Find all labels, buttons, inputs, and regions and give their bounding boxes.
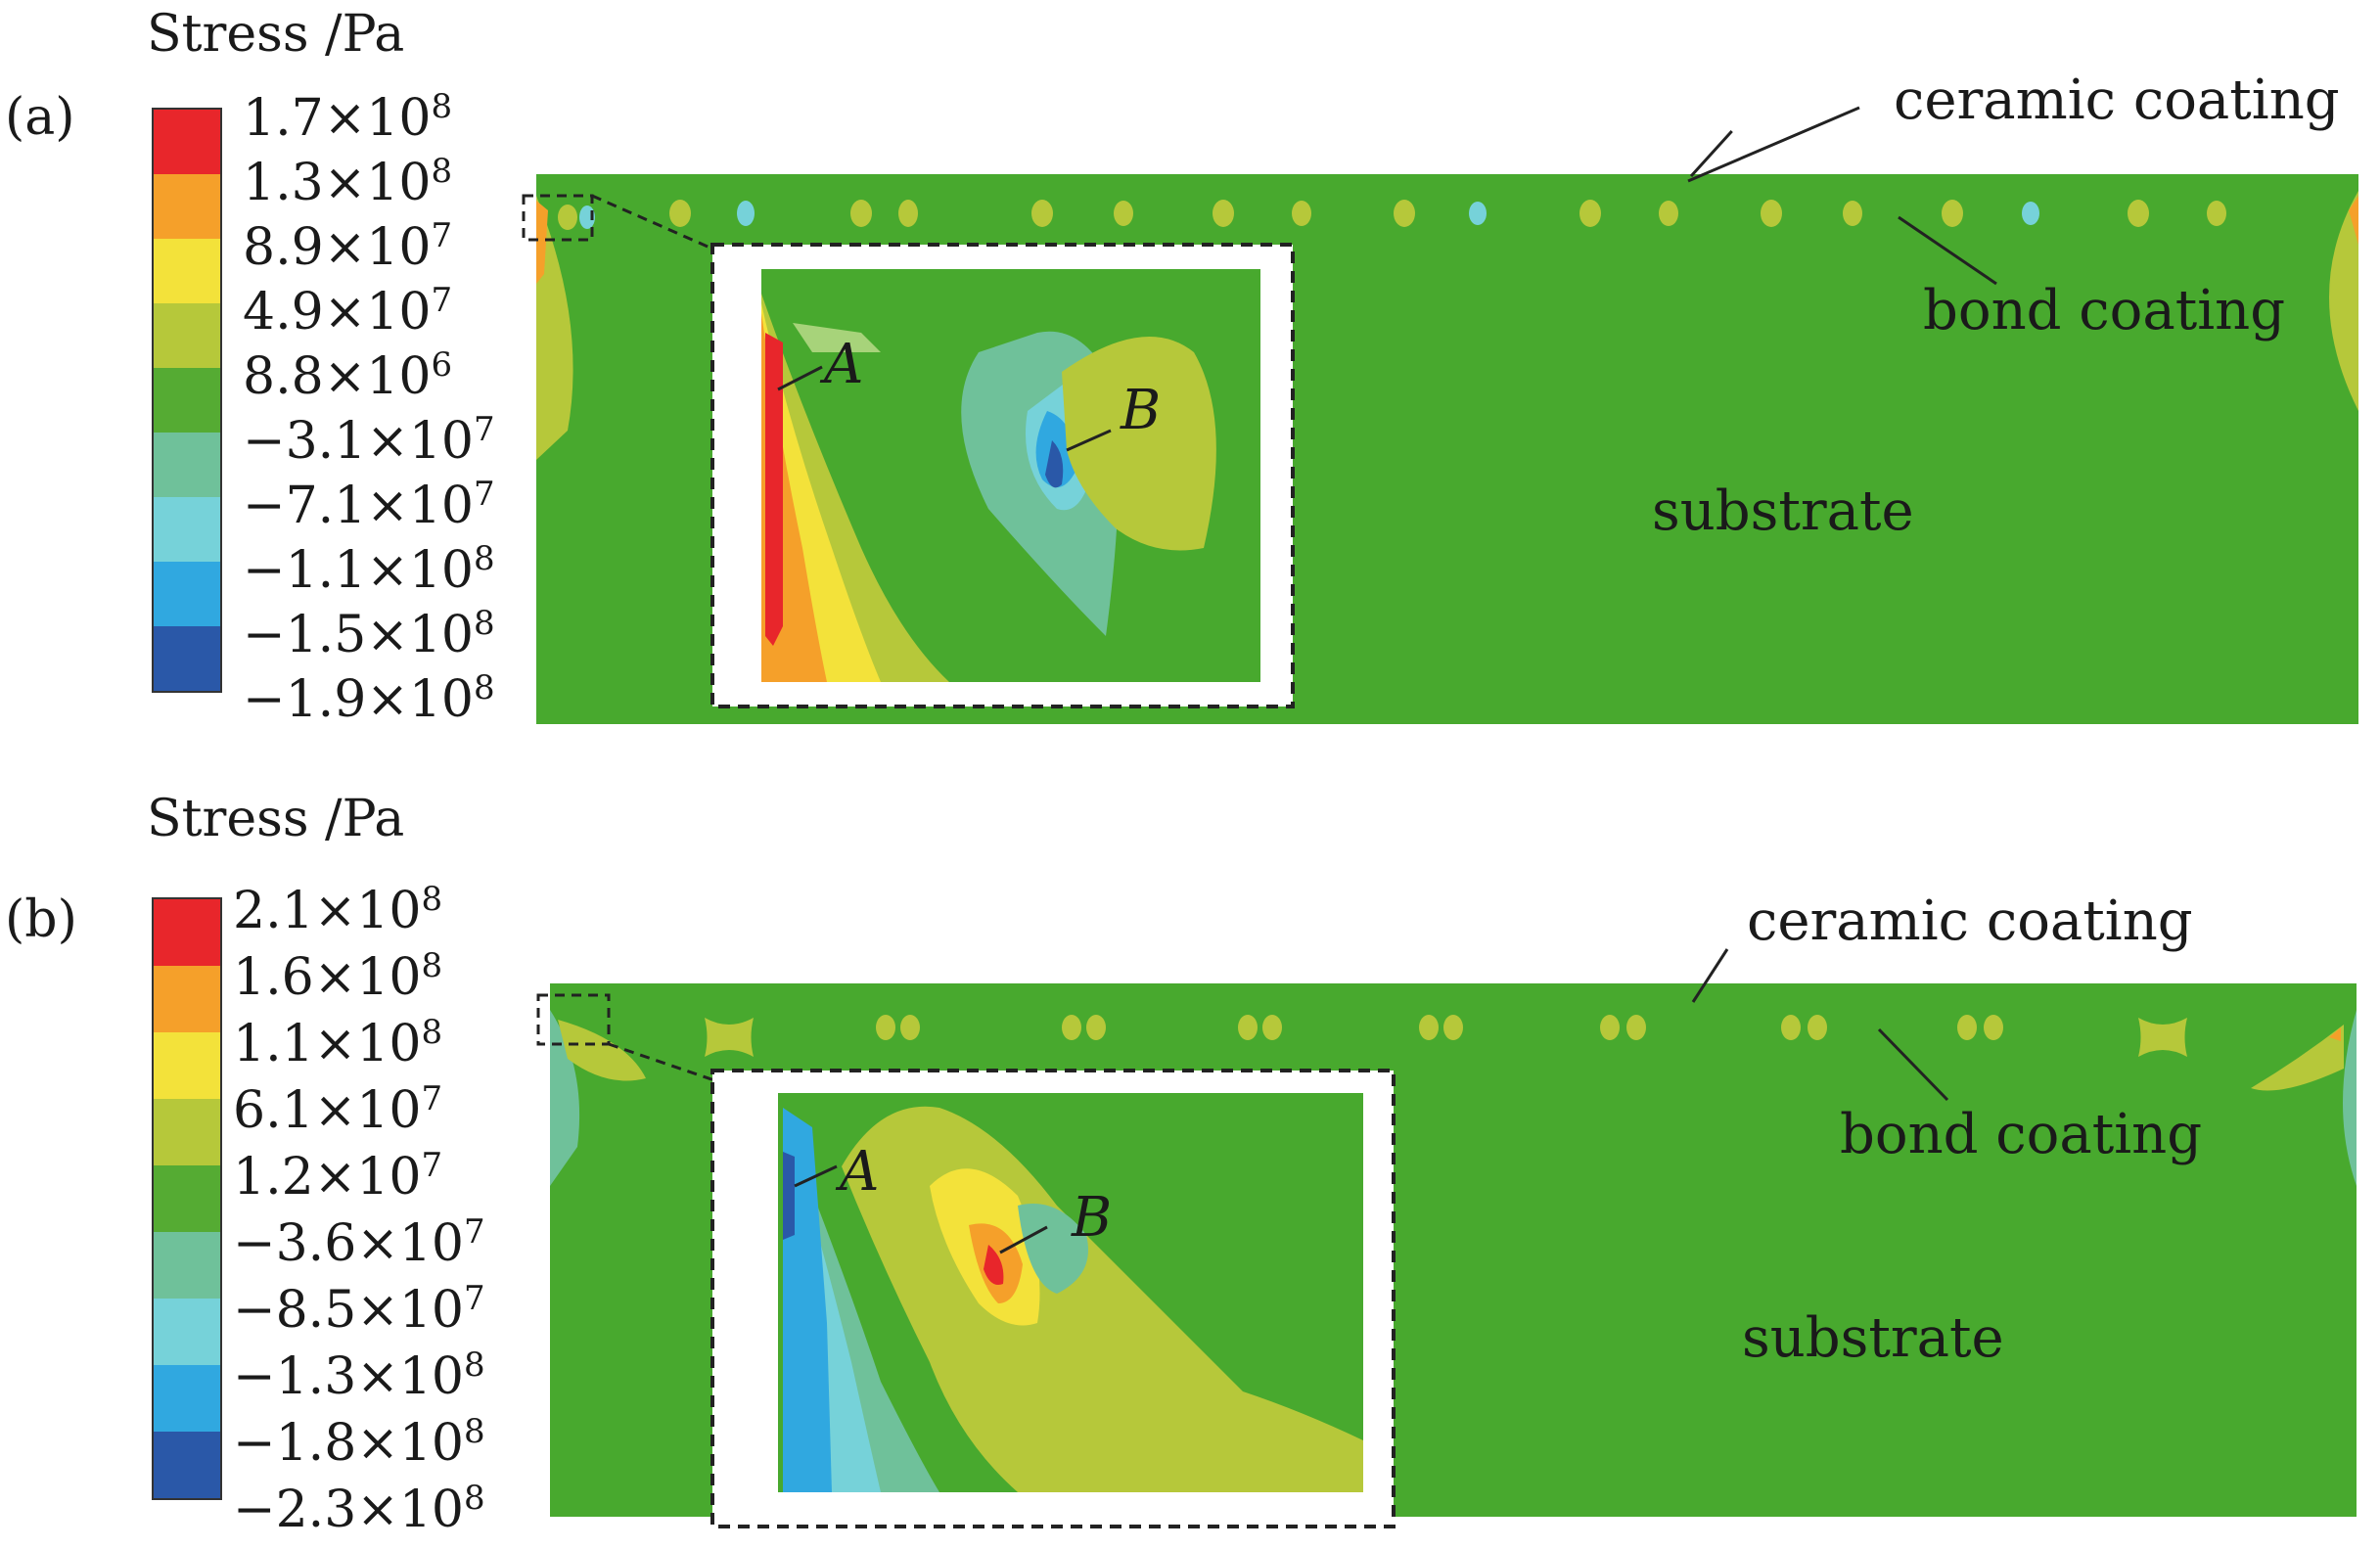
scale-tick: 1.6×108 (233, 946, 443, 1007)
scale-swatch (154, 1099, 220, 1165)
right-edge-hot (2349, 196, 2358, 245)
scale-tick: −1.1×108 (243, 539, 495, 600)
left-edge-zone (536, 196, 573, 460)
right-edge-blob (2251, 1025, 2344, 1091)
scale-tick: 6.1×107 (233, 1079, 443, 1140)
bond-coat-blobs (705, 1015, 2187, 1057)
inset-contour-b (778, 1093, 1363, 1492)
scale-swatch (154, 1365, 220, 1432)
scale-swatch (154, 1232, 220, 1299)
scale-tick: 2.1×108 (233, 880, 443, 940)
color-scale (152, 108, 222, 693)
panel-label: (b) (5, 890, 77, 949)
substrate-label: substrate (1652, 479, 1914, 543)
left-edge-hot (536, 201, 548, 284)
scale-tick: −8.5×107 (233, 1279, 485, 1340)
scale-tick: −3.6×107 (233, 1212, 485, 1273)
scale-swatch (154, 626, 220, 691)
scale-swatch (154, 1432, 220, 1498)
ceramic-coating-label: ceramic coating (1894, 68, 2340, 132)
scale-swatch (154, 110, 220, 174)
bond-leader-line (1898, 215, 1997, 286)
scale-swatch (154, 562, 220, 626)
scale-swatch (154, 1299, 220, 1365)
point-a-label: A (824, 333, 864, 396)
scale-swatch (154, 368, 220, 433)
scale-tick: −1.9×108 (243, 668, 495, 729)
ceramic-leader-line (1691, 948, 1729, 1003)
ceramic-leader-line (1687, 106, 1860, 183)
scale-swatch (154, 1032, 220, 1099)
ceramic-leader (1689, 130, 1733, 178)
scale-tick: −1.8×108 (233, 1412, 485, 1473)
scale-tick: 1.7×108 (243, 87, 453, 148)
scale-tick: 4.9×107 (243, 281, 453, 342)
legend-title: Stress /Pa (147, 5, 405, 64)
scale-tick: 1.1×108 (233, 1013, 443, 1073)
scale-swatch (154, 966, 220, 1032)
panel-b: Stress /Pa (b) 2.1×108 1.6×108 1.1×108 6… (0, 775, 2380, 1550)
zoom-connector (608, 1042, 715, 1082)
scale-swatch (154, 239, 220, 303)
point-b-label: B (1121, 379, 1162, 442)
zoom-source-box (536, 993, 611, 1046)
legend-title: Stress /Pa (147, 790, 405, 848)
zoom-source-box (522, 194, 594, 242)
inset-contour-a (761, 269, 1260, 682)
scale-tick: 1.2×107 (233, 1146, 443, 1207)
ceramic-coating-label: ceramic coating (1747, 889, 2193, 953)
right-edge-hot (2329, 1027, 2341, 1041)
point-a-label: A (840, 1140, 880, 1204)
bond-coat-blobs (558, 200, 2226, 230)
scale-swatch (154, 1165, 220, 1232)
scale-tick: −7.1×107 (243, 475, 495, 535)
substrate-label: substrate (1742, 1306, 2004, 1370)
scale-tick: −1.3×108 (233, 1345, 485, 1406)
scale-tick: 8.8×106 (243, 345, 453, 406)
left-edge-blob (558, 1020, 646, 1081)
bond-leader-line (1877, 1027, 1949, 1102)
scale-tick: −1.5×108 (243, 604, 495, 664)
panel-label: (a) (5, 88, 75, 147)
scale-tick: 1.3×108 (243, 152, 453, 212)
color-scale (152, 897, 222, 1500)
scale-tick: 8.9×107 (243, 216, 453, 277)
right-edge-zone (2343, 1010, 2357, 1186)
right-edge-zone (2329, 191, 2358, 411)
scale-swatch (154, 433, 220, 497)
bond-coating-label: bond coating (1923, 279, 2286, 342)
panel-a: Stress /Pa (a) 1.7×108 1.3×108 8.9×107 4… (5, 5, 2358, 729)
zoom-connector (591, 194, 715, 251)
scale-swatch (154, 303, 220, 368)
scale-tick: −3.1×107 (243, 410, 495, 471)
scale-swatch (154, 899, 220, 966)
scale-swatch (154, 174, 220, 239)
scale-tick: −2.3×108 (233, 1479, 485, 1539)
bond-coating-label: bond coating (1840, 1103, 2203, 1166)
stress-field-a (522, 106, 2358, 724)
scale-swatch (154, 497, 220, 562)
point-b-label: B (1072, 1186, 1113, 1250)
stress-field-b (536, 948, 2357, 1528)
left-edge-zone (550, 1010, 580, 1186)
